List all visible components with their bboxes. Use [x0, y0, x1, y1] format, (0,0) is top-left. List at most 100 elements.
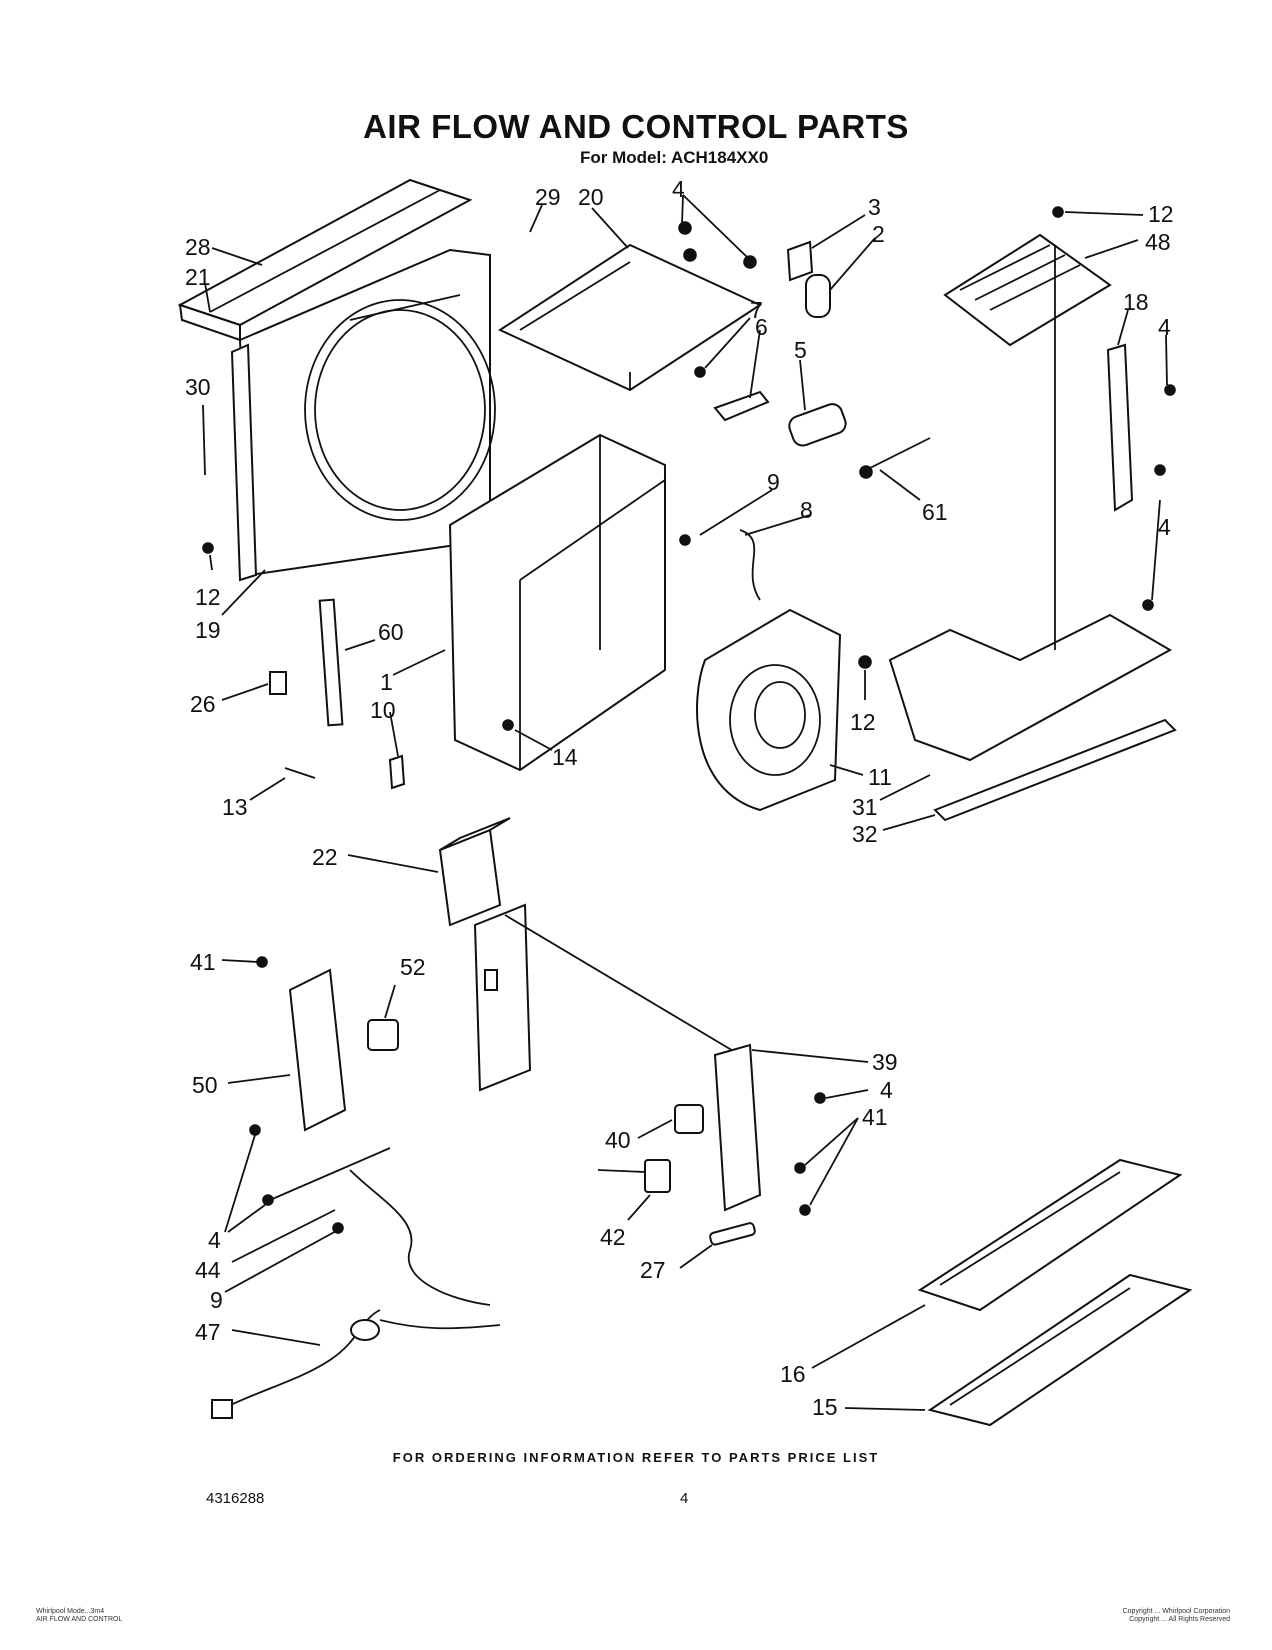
- screw-4-bottom-a: [249, 1124, 261, 1136]
- label-18: 18: [1123, 289, 1149, 315]
- label-13: 13: [222, 794, 248, 820]
- label-28: 28: [185, 234, 211, 260]
- screw-4-top-c: [743, 255, 757, 269]
- label-8: 8: [800, 497, 813, 523]
- cover-22-part: [438, 817, 511, 927]
- label-12-mid: 12: [850, 709, 876, 735]
- label-7: 7: [750, 297, 763, 323]
- grille-48-part: [943, 233, 1112, 347]
- label-4-bottom: 4: [208, 1227, 221, 1253]
- label-15: 15: [812, 1394, 838, 1420]
- bracket-3: [786, 240, 814, 282]
- switch-bracket-39-part: [713, 1043, 762, 1212]
- page-number: 4: [680, 1490, 689, 1507]
- switch-40: [674, 1104, 704, 1134]
- label-41-right: 41: [862, 1104, 888, 1130]
- strip-32: [933, 718, 1177, 822]
- label-19: 19: [195, 617, 221, 643]
- label-30: 30: [185, 374, 211, 400]
- label-11: 11: [868, 764, 892, 790]
- footer-right-line: Copyright ... All Rights Reserved: [1129, 1616, 1230, 1623]
- screw-41-right-a: [794, 1162, 806, 1174]
- tray-16-part: [917, 1158, 1183, 1312]
- label-4-right-b: 4: [1158, 514, 1171, 540]
- label-20: 20: [578, 184, 604, 210]
- bracket-18: [1106, 343, 1134, 512]
- leader-line-panel: [504, 914, 741, 1056]
- clip-26: [269, 671, 287, 695]
- label-39: 39: [872, 1049, 898, 1075]
- footer-left-line: AIR FLOW AND CONTROL: [36, 1616, 123, 1623]
- label-61: 61: [922, 499, 948, 525]
- screw-14: [502, 719, 514, 731]
- label-41-left: 41: [190, 949, 216, 975]
- top-cover-part: [177, 178, 473, 342]
- page-title: AIR FLOW AND CONTROL PARTS: [363, 108, 909, 145]
- label-9-top: 9: [767, 469, 780, 495]
- clip-10: [388, 754, 406, 790]
- bolt-61-head: [859, 465, 873, 479]
- label-27: 27: [640, 1257, 666, 1283]
- label-5: 5: [794, 337, 807, 363]
- capacitor-5: [788, 403, 847, 447]
- label-50: 50: [192, 1072, 218, 1098]
- plug-27: [709, 1222, 756, 1246]
- screw-4-right-a: [1164, 384, 1176, 396]
- label-6: 6: [755, 314, 768, 340]
- strip-60: [318, 598, 344, 727]
- part-13: [284, 767, 316, 779]
- label-3: 3: [868, 194, 881, 220]
- panel-slot: [484, 969, 498, 991]
- screw-7: [694, 366, 706, 378]
- label-4-top: 4: [672, 176, 685, 202]
- label-16: 16: [780, 1361, 806, 1387]
- label-26: 26: [190, 691, 216, 717]
- screw-41-right-b: [799, 1204, 811, 1216]
- label-44: 44: [195, 1257, 221, 1283]
- screw-4-right-b: [1154, 464, 1166, 476]
- screw-41-left: [256, 956, 268, 968]
- footer-right: Copyright ... Whirlpool Corporation Copy…: [1030, 1608, 1230, 1624]
- label-60: 60: [378, 619, 404, 645]
- wire-8: [739, 529, 761, 601]
- screw-12-mid: [858, 655, 872, 669]
- label-12-top-right: 12: [1148, 201, 1174, 227]
- label-21: 21: [185, 264, 211, 290]
- label-52: 52: [400, 954, 426, 980]
- switch-52-part: [367, 1019, 399, 1051]
- label-31: 31: [852, 794, 878, 820]
- rod-44: [269, 1147, 391, 1201]
- label-48: 48: [1145, 229, 1171, 255]
- label-9-bottom: 9: [210, 1287, 223, 1313]
- wire-42: [597, 1169, 646, 1173]
- label-1: 1: [380, 669, 393, 695]
- front-panel-part: [230, 248, 496, 582]
- screw-4-lower-right: [814, 1092, 826, 1104]
- tray-part: [497, 243, 763, 392]
- footer-left: Whirlpool Mode...3m4 AIR FLOW AND CONTRO…: [36, 1608, 122, 1624]
- label-32: 32: [852, 821, 878, 847]
- bracket-50-part: [288, 968, 347, 1132]
- label-47: 47: [195, 1319, 221, 1345]
- footer-left-line: Whirlpool Mode...3m4: [36, 1608, 105, 1615]
- ordering-note: FOR ORDERING INFORMATION REFER TO PARTS …: [392, 1450, 880, 1465]
- screw-9-top: [679, 534, 691, 546]
- footer-right-line: Copyright ... Whirlpool Corporation: [1122, 1608, 1230, 1615]
- label-40: 40: [605, 1127, 631, 1153]
- capacitor-2: [805, 274, 831, 318]
- label-10: 10: [370, 697, 396, 723]
- bolt-61: [865, 437, 931, 471]
- screw-4-right-c: [1142, 599, 1154, 611]
- control-panel-part: [473, 903, 532, 1092]
- power-cord-47-part: [211, 1169, 501, 1419]
- blower-housing-part: [696, 608, 842, 812]
- label-14: 14: [552, 744, 578, 770]
- model-subtitle: For Model: ACH184XX0: [580, 148, 769, 167]
- leader-lines: [202, 194, 1168, 1411]
- terminal-block-6: [713, 390, 770, 422]
- control-box-part: [448, 433, 666, 772]
- document-number: 4316288: [206, 1490, 265, 1507]
- label-29: 29: [535, 184, 561, 210]
